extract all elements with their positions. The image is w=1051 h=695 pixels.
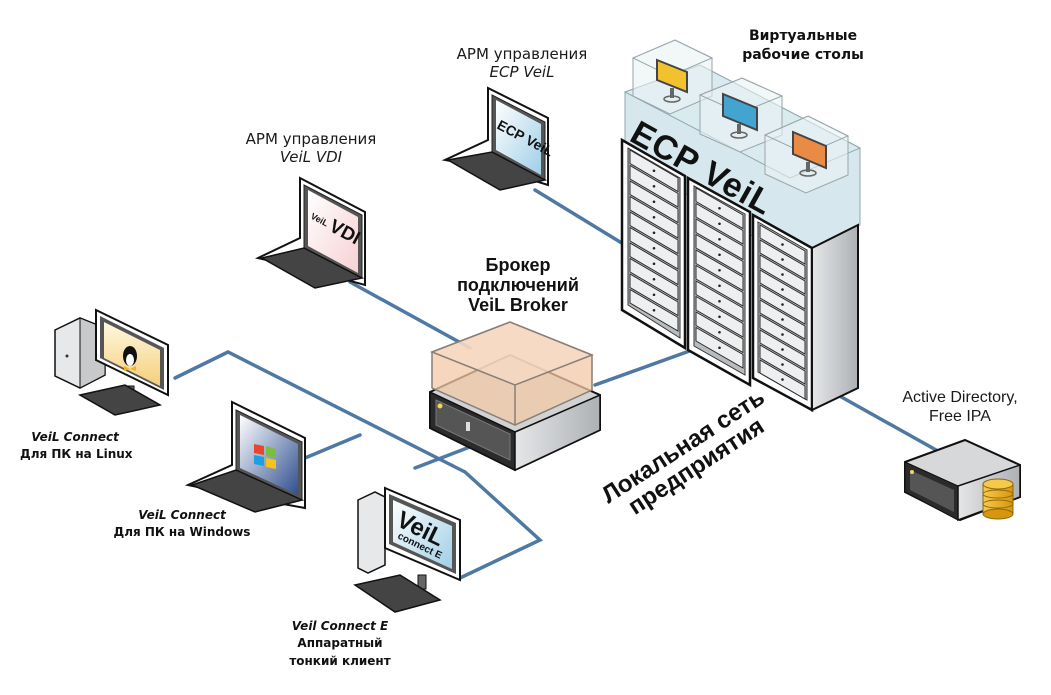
link-linux-trunk <box>173 350 467 474</box>
label-directory-line1: Active Directory, <box>902 389 1018 406</box>
label-virtual-desktops-line2: рабочие столы <box>742 46 864 63</box>
vm-desktop-yellow[interactable] <box>631 39 714 115</box>
label-windows-client: VeiL Connect Для ПК на Windows <box>112 507 252 542</box>
label-arm-vdi: АРМ управления VeiL VDI <box>241 130 381 166</box>
laptop-windows[interactable] <box>184 400 306 513</box>
server-unit-led <box>652 293 656 297</box>
label-arm-ecp-line2: ECP VeiL <box>489 62 555 81</box>
label-windows-client-line1: VeiL Connect <box>138 508 226 522</box>
server-unit-led <box>781 258 784 261</box>
server-unit-led <box>718 268 721 272</box>
link-arm-vdi-broker <box>348 280 472 350</box>
label-broker-line1: Брокер <box>485 255 551 275</box>
linux-penguin-icon <box>123 346 137 371</box>
thin-client[interactable]: VeiL connect E <box>353 486 461 613</box>
windows-logo-icon <box>254 444 276 469</box>
server-unit-led <box>718 315 721 319</box>
server-unit-led <box>781 273 784 276</box>
label-thin-client: Veil Connect E Аппаратный тонкий клиент <box>280 618 400 670</box>
label-linux-client-line1: VeiL Connect <box>31 430 119 444</box>
server-unit-led <box>718 299 721 303</box>
server-unit-led <box>718 330 721 334</box>
label-linux-client: VeiL Connect Для ПК на Linux <box>20 429 133 464</box>
label-arm-ecp-line1: АРМ управления <box>456 45 588 63</box>
link-thin-client <box>458 470 544 580</box>
laptop-arm-ecp[interactable]: ECP VeiL <box>441 86 557 191</box>
server-unit-led <box>781 333 784 336</box>
server-unit-led <box>652 231 656 235</box>
server-unit-led <box>781 243 784 246</box>
server-unit-led <box>718 237 721 241</box>
server-unit-led <box>652 308 656 312</box>
label-directory: Active Directory, Free IPA <box>895 389 1025 427</box>
server-unit-led <box>718 206 721 210</box>
label-broker-line2: подключений <box>457 275 579 296</box>
vm-monitor-orange <box>792 130 827 170</box>
link-windows-trunk <box>303 433 362 460</box>
server-rack-1 <box>620 137 687 351</box>
label-linux-client-line2: Для ПК на Linux <box>20 447 133 462</box>
server-unit-led <box>652 277 656 281</box>
label-broker: Брокер подключений VeiL Broker <box>448 255 588 315</box>
vm-monitor-yellow <box>656 58 688 94</box>
server-unit-led <box>781 378 784 381</box>
server-unit-led <box>781 318 784 321</box>
server-unit-led <box>781 288 784 291</box>
link-arm-ecp-cluster <box>533 188 627 247</box>
server-unit-led <box>652 246 656 250</box>
server-unit-led <box>718 284 721 288</box>
server-unit-led <box>781 348 784 351</box>
label-thin-client-line1: Veil Connect E <box>291 619 389 633</box>
ecp-veil-cluster[interactable]: ECP VeiL <box>620 39 862 413</box>
vm-monitor-blue <box>722 92 758 132</box>
label-arm-vdi-line1: АРМ управления <box>245 130 377 148</box>
server-rack-2 <box>686 175 752 388</box>
label-virtual-desktops: Виртуальные рабочие столы <box>738 27 868 65</box>
server-unit-led <box>652 262 656 266</box>
server-unit-led <box>781 303 784 306</box>
label-thin-client-line3: тонкий клиент <box>289 653 391 668</box>
server-unit-led <box>781 363 784 366</box>
laptop-arm-vdi[interactable]: VeiL VDI <box>254 176 366 289</box>
server-unit-led <box>652 169 656 173</box>
server-unit-led <box>652 200 656 204</box>
label-windows-client-line2: Для ПК на Windows <box>113 525 251 540</box>
server-unit-led <box>718 346 721 350</box>
server-unit-led <box>652 184 656 188</box>
linux-pc[interactable] <box>54 308 169 416</box>
database-icon <box>982 478 1014 520</box>
label-virtual-desktops-line1: Виртуальные <box>748 28 858 44</box>
label-arm-ecp: АРМ управления ECP VeiL <box>452 45 592 81</box>
server-rack-3 <box>751 212 859 413</box>
broker-server[interactable] <box>429 321 601 472</box>
label-thin-client-line2: Аппаратный <box>297 636 383 651</box>
directory-server[interactable] <box>904 438 1021 522</box>
label-directory-line2: Free IPA <box>929 407 991 425</box>
label-broker-line3: VeiL Broker <box>468 295 568 316</box>
server-unit-led <box>652 215 656 219</box>
label-arm-vdi-line2: VeiL VDI <box>279 147 343 166</box>
server-unit-led <box>718 222 721 226</box>
link-trunk-broker <box>413 443 477 470</box>
vm-desktop-orange[interactable] <box>763 115 850 194</box>
server-unit-led <box>718 253 721 257</box>
